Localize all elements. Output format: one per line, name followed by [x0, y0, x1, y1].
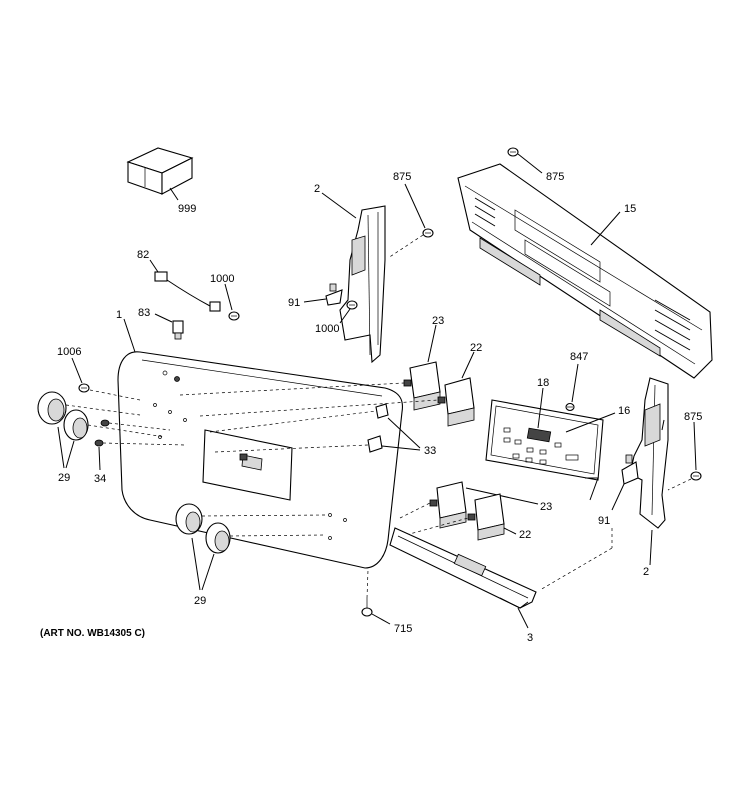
label-1000b: 1000: [315, 323, 339, 335]
part-875-screw-b: [507, 147, 519, 157]
part-2-bracket-right: [629, 377, 669, 529]
leader-875b: [517, 153, 543, 174]
part-91-clip-right: [621, 454, 639, 485]
leader-715: [371, 613, 391, 625]
label-83: 83: [138, 307, 150, 319]
label-3: 3: [527, 632, 533, 644]
leader-16: [565, 412, 616, 433]
label-29b: 29: [194, 595, 206, 607]
label-1: 1: [116, 309, 122, 321]
part-82-harness: [154, 271, 221, 312]
part-34: [94, 419, 110, 447]
part-29-knobs-left: [37, 391, 89, 441]
label-1000a: 1000: [210, 273, 234, 285]
part-715-screw: [361, 598, 373, 617]
label-91a: 91: [288, 297, 300, 309]
label-715: 715: [394, 623, 412, 635]
leader-1000a: [224, 283, 233, 311]
part-22-switch-upper: [437, 377, 475, 427]
leader-18: [537, 387, 544, 429]
part-3-trim: [389, 527, 537, 609]
label-2b: 2: [643, 566, 649, 578]
leader-29b: [191, 537, 201, 591]
label-33: 33: [424, 445, 436, 457]
label-29a: 29: [58, 472, 70, 484]
part-2-bracket-left: [339, 205, 386, 364]
leader-2b: [649, 529, 653, 566]
part-1000-screw-b: [346, 300, 358, 310]
leader-22a: [461, 351, 475, 379]
label-15: 15: [624, 203, 636, 215]
part-91-clip-left: [325, 283, 343, 306]
label-2a: 2: [314, 183, 320, 195]
leader-23b: [465, 487, 539, 505]
part-18-display: [526, 427, 552, 443]
leader-91a: [303, 298, 327, 303]
leader-1: [123, 318, 136, 353]
part-23-switch-upper: [403, 361, 441, 411]
label-23b: 23: [540, 501, 552, 513]
part-999-box: [126, 147, 194, 195]
label-22a: 22: [470, 342, 482, 354]
leader-15: [590, 211, 621, 246]
part-83-clip: [172, 320, 184, 340]
part-847-screw: [565, 402, 575, 412]
leader-2a: [321, 192, 357, 219]
leader-29a: [57, 426, 65, 469]
label-22b: 22: [519, 529, 531, 541]
label-999: 999: [178, 203, 196, 215]
part-23-switch-lower: [429, 481, 467, 529]
label-16: 16: [618, 405, 630, 417]
leader-3: [517, 607, 529, 629]
leader-847: [571, 363, 579, 403]
part-16-control-board: [485, 399, 604, 501]
leader-83: [154, 313, 173, 323]
part-1000-screw-a: [228, 311, 240, 321]
label-1006: 1006: [57, 346, 81, 358]
part-29-knobs-lower: [175, 503, 231, 554]
art-number: (ART NO. WB14305 C): [40, 628, 145, 639]
leader-875a: [404, 183, 426, 229]
part-1006-screw: [78, 383, 90, 393]
leader-33: [387, 417, 421, 449]
leader-22b: [503, 527, 517, 535]
part-22-switch-lower: [467, 493, 505, 541]
label-875a: 875: [393, 171, 411, 183]
label-875c: 875: [684, 411, 702, 423]
part-875-screw-a: [422, 228, 434, 238]
part-15-back-panel: [457, 163, 713, 379]
label-91b: 91: [598, 515, 610, 527]
leader-1006: [71, 357, 83, 384]
label-23a: 23: [432, 315, 444, 327]
part-875-screw-c: [690, 471, 702, 481]
leader-23a: [427, 324, 437, 363]
leader-91b: [611, 483, 625, 511]
leader-1000b: [339, 308, 351, 324]
label-875b: 875: [546, 171, 564, 183]
leader-34: [98, 446, 101, 471]
leader-875c: [693, 421, 697, 471]
part-33: [367, 403, 389, 453]
label-34: 34: [94, 473, 106, 485]
label-847: 847: [570, 351, 588, 363]
label-82: 82: [137, 249, 149, 261]
leader-999: [169, 187, 179, 201]
label-18: 18: [537, 377, 549, 389]
leader-82: [149, 259, 159, 273]
